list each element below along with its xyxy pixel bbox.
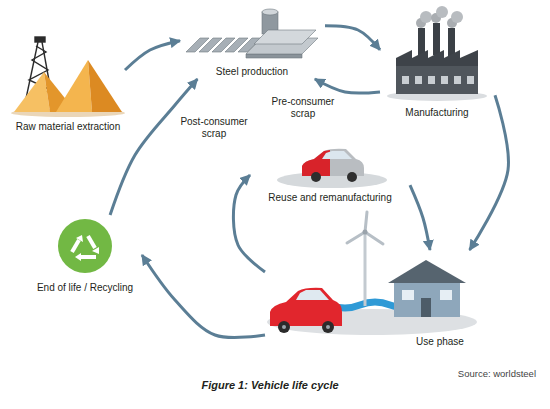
ore-piles	[11, 60, 125, 117]
use-phase-scene	[267, 212, 477, 335]
reuse-car	[277, 149, 387, 188]
use-phase-stage: Use phase	[265, 250, 485, 350]
flow-label: Post-consumer scrap	[176, 115, 252, 141]
flow-arrow	[125, 41, 180, 70]
steel-products	[186, 9, 318, 58]
factory	[387, 6, 487, 101]
reuse-stage: Reuse and remanufacturing	[250, 145, 410, 205]
stage-label: Manufacturing	[405, 107, 468, 119]
source-note: Source: worldsteel	[458, 368, 536, 380]
recycling-stage: End of life / Recycling	[28, 215, 142, 295]
flow-arrow	[325, 26, 380, 50]
flow-arrow	[110, 79, 197, 215]
flow-arrow	[315, 79, 380, 93]
flow-arrow	[142, 255, 265, 337]
flow-arrow	[410, 185, 430, 250]
stage-label: End of life / Recycling	[37, 282, 133, 294]
flow-arrow	[233, 175, 265, 272]
stage-label: Use phase	[416, 336, 464, 348]
recycling-symbol	[58, 219, 112, 273]
stage-label: Reuse and remanufacturing	[268, 192, 391, 204]
steel-production-stage: Steel production	[180, 8, 325, 79]
flow-label: Pre-consumer scrap	[265, 95, 341, 121]
raw-material-stage: Raw material extraction	[10, 35, 125, 135]
stage-label: Raw material extraction	[16, 121, 120, 133]
figure-caption: Figure 1: Vehicle life cycle	[0, 379, 540, 392]
flow-arrow	[470, 95, 509, 250]
manufacturing-stage: Manufacturing	[380, 12, 495, 120]
stage-label: Steel production	[216, 66, 288, 78]
